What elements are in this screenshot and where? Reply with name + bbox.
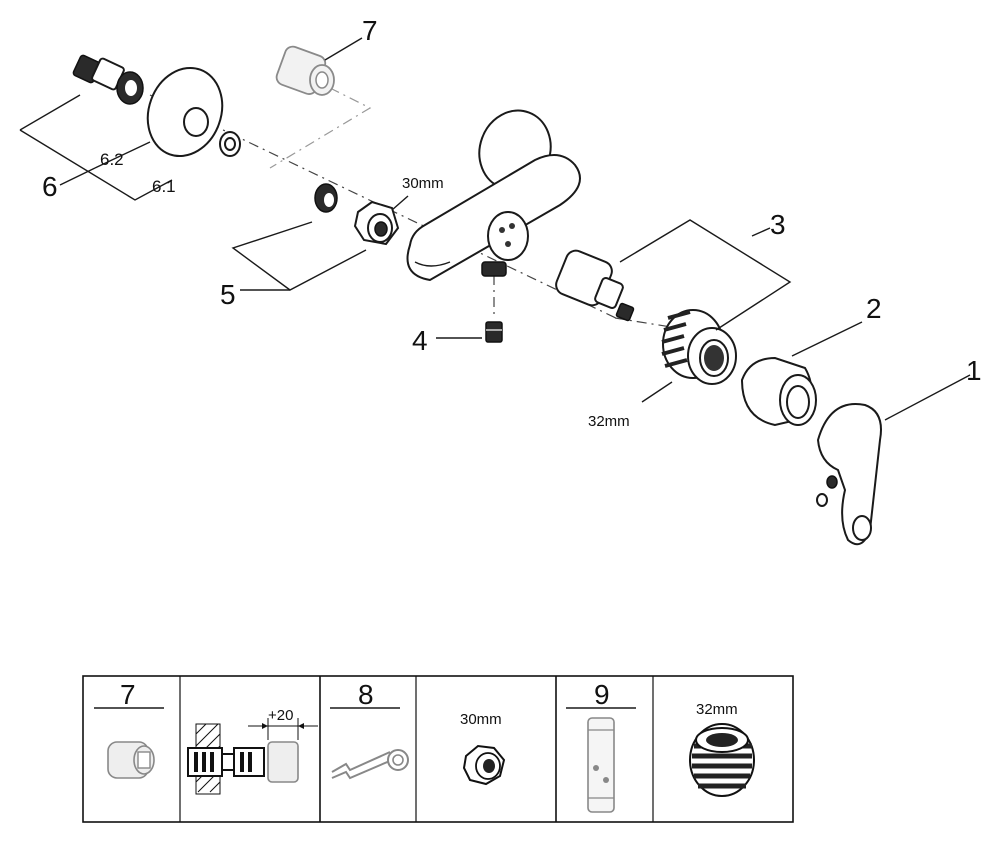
wall-rosette (146, 66, 224, 158)
table-cell-number-8: 8 (358, 679, 374, 710)
cartridge (555, 249, 635, 322)
callout-6-2: 6.2 (100, 150, 124, 169)
hex-nut (353, 200, 400, 246)
threaded-ring-icon (689, 723, 755, 797)
callout-5: 5 (220, 279, 236, 310)
dimension-32mm: 32mm (588, 413, 630, 430)
dimension-30mm: 30mm (402, 175, 444, 192)
callout-2: 2 (866, 293, 882, 324)
threaded-ring (661, 309, 737, 385)
callout-3: 3 (770, 209, 786, 240)
extension-icon (107, 741, 155, 779)
washer (219, 131, 241, 157)
callout-6-1: 6.1 (152, 177, 176, 196)
nut-size-label: 30mm (460, 711, 502, 728)
leader-7 (324, 37, 363, 61)
leader-5 (231, 221, 367, 291)
leader-2 (791, 321, 863, 357)
callout-1: 1 (966, 355, 982, 386)
callout-4: 4 (412, 325, 428, 356)
leader-30mm (391, 195, 409, 211)
mixer-body (406, 109, 581, 282)
s-union-connector (72, 54, 144, 105)
nut-icon (462, 744, 506, 786)
accessory-table: 7 +20 8 (82, 675, 794, 823)
table-cell-number-7: 7 (120, 679, 136, 710)
lever-handle (816, 403, 882, 546)
eccentric-connector (314, 183, 338, 213)
assembly-axis-line-2 (614, 317, 691, 331)
extension-installation-icon (187, 718, 318, 795)
callout-6: 6 (42, 171, 58, 202)
leader-6-2b (94, 141, 151, 169)
installation-aid-icon (587, 717, 615, 813)
callout-7: 7 (362, 15, 378, 46)
leader-6 (59, 167, 96, 186)
leader-6-2a (19, 94, 81, 131)
outlet-filter (485, 321, 503, 343)
extension-length-label: +20 (268, 707, 293, 724)
ring-size-label: 32mm (696, 701, 738, 718)
leader-1 (884, 374, 971, 421)
table-cell-number-9: 9 (594, 679, 610, 710)
leader-6-1 (19, 129, 173, 201)
leader-3-tail (751, 227, 771, 237)
wrench-icon (331, 749, 409, 780)
cover-sleeve (740, 356, 817, 427)
extension-axis-line (269, 87, 372, 169)
leader-3 (619, 219, 792, 331)
extension-part (275, 45, 335, 96)
assembly-axis-line (149, 94, 621, 321)
leader-32mm (641, 381, 673, 403)
